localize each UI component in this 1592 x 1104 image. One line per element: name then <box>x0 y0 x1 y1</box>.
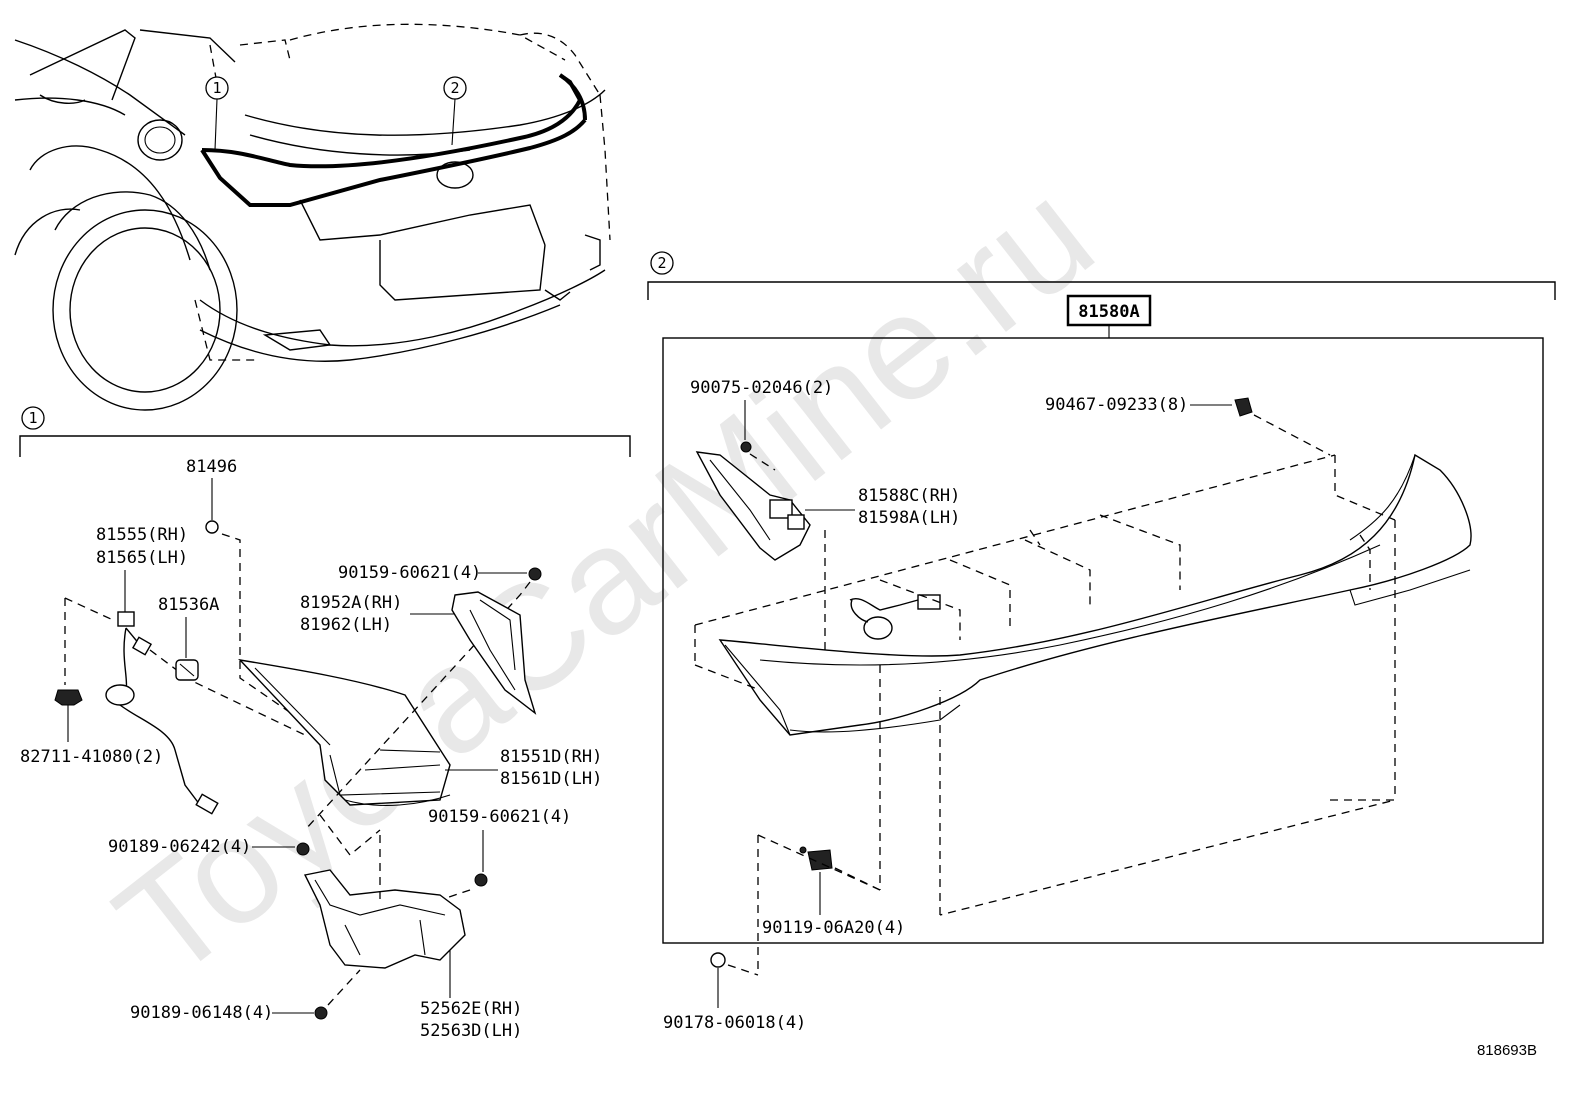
label-90075-02046: 90075-02046(2) <box>690 378 833 398</box>
assembly-box-81580A <box>1066 294 1152 327</box>
label-90159-60621-b: 90159-60621(4) <box>428 807 571 827</box>
section-1-parts: 81496 81555(RH) 81565(LH) 81536A 82711-4… <box>20 457 602 1041</box>
label-81565: 81565(LH) <box>96 548 188 568</box>
svg-text:1: 1 <box>28 409 37 427</box>
label-90467-09233: 90467-09233(8) <box>1045 395 1188 415</box>
label-90178-06018: 90178-06018(4) <box>663 1013 806 1033</box>
section-2-frame: 2 81580A <box>647 251 1556 944</box>
label-90189-06242: 90189-06242(4) <box>108 837 251 857</box>
label-81588C: 81588C(RH) <box>858 486 960 506</box>
label-81598A: 81598A(LH) <box>858 508 960 528</box>
label-82711-41080: 82711-41080(2) <box>20 747 163 767</box>
svg-text:2: 2 <box>657 254 666 272</box>
label-81962: 81962(LH) <box>300 615 392 635</box>
section-1-frame: 1 <box>19 406 631 457</box>
svg-text:2: 2 <box>450 79 459 97</box>
label-81551D: 81551D(RH) <box>500 747 602 767</box>
callout-1-car: 1 <box>205 76 229 151</box>
svg-text:1: 1 <box>212 79 221 97</box>
callout-2-car: 2 <box>443 76 467 146</box>
label-81561D: 81561D(LH) <box>500 769 602 789</box>
watermark: ToyotaCarMine.ru <box>86 149 1122 1010</box>
section-2-parts: 90075-02046(2) 90467-09233(8) 81588C(RH)… <box>663 378 1472 1033</box>
diagram-id: 818693B <box>1477 1042 1537 1059</box>
label-90189-06148: 90189-06148(4) <box>130 1003 273 1023</box>
label-81580A: 81580A <box>1078 302 1139 322</box>
label-81496: 81496 <box>186 457 237 477</box>
label-81536A: 81536A <box>158 595 219 615</box>
label-81555: 81555(RH) <box>96 525 188 545</box>
label-52562E: 52562E(RH) <box>420 999 522 1019</box>
vehicle-overview-illustration <box>14 23 611 411</box>
label-90119-06A20: 90119-06A20(4) <box>762 918 905 938</box>
label-81952A: 81952A(RH) <box>300 593 402 613</box>
label-90159-60621-a: 90159-60621(4) <box>338 563 481 583</box>
label-52563D: 52563D(LH) <box>420 1021 522 1041</box>
